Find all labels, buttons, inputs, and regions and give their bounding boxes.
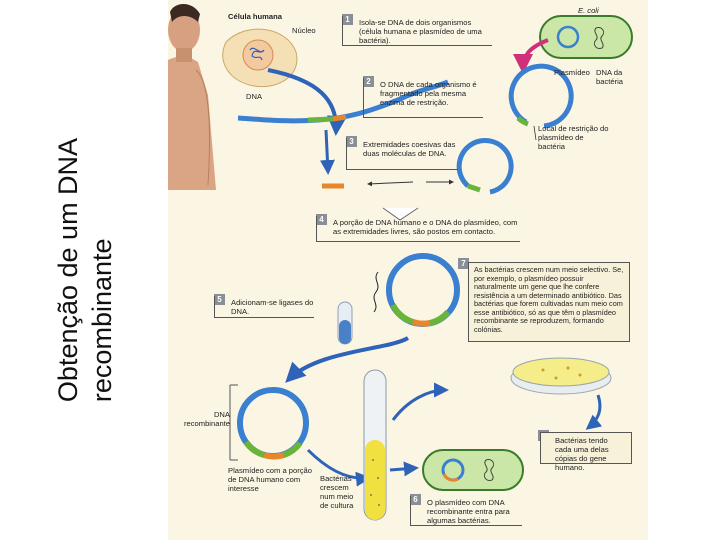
arrow-tube-to-plate [391, 382, 449, 421]
step-2-number: 2 [363, 76, 374, 87]
step-4-number: 4 [316, 214, 327, 225]
step-7-number: 7 [458, 258, 469, 269]
plasmid-cut-step2 [508, 63, 574, 129]
arrow-bacterium-to-plasmid [513, 38, 549, 74]
arrow-to-culture [306, 448, 371, 487]
side-title: Obtenção de um DNA recombinante [0, 0, 170, 540]
diagram-panel: Célula humana Núcleo DNA E. coli Plasmíd… [168, 0, 648, 540]
recombinant-plasmid [237, 387, 309, 460]
plasmid-open-step3 [456, 137, 514, 195]
culture-tube-illustration [363, 369, 387, 521]
step-8-text: Bactérias tendo cada uma delas cópias do… [540, 432, 632, 472]
human-dna-green-segment [307, 116, 334, 123]
side-title-text: Obtenção de um DNA recombinante [51, 138, 119, 402]
step-5-text: Adicionam-se ligases do DNA. [214, 296, 314, 318]
label-dna-recombinante: DNA recombinante [183, 410, 230, 428]
side-title-line-1: Obtenção de um DNA [53, 137, 83, 403]
human-figure-illustration [168, 4, 216, 191]
label-bacterias-crescem: Bactérias crescem num meio de cultura [320, 474, 354, 510]
arrow-cell-to-dna [267, 68, 347, 136]
label-nucleo: Núcleo [292, 26, 316, 35]
step-6-number: 6 [410, 494, 421, 505]
arrow-tube-to-bacterium [389, 461, 419, 477]
step-3-text: Extremidades coesivas das duas moléculas… [346, 138, 458, 170]
human-dna-orange-segment [332, 114, 347, 122]
arrow-plate-to-colony [585, 394, 603, 430]
label-plasmideo: Plasmídeo [554, 68, 590, 77]
arrow-to-recombinant [285, 336, 410, 383]
plasmid-recombining-step5 [386, 253, 460, 327]
label-local-restricao: Local de restrição do plasmídeo de bacté… [538, 124, 609, 151]
bacterium-recombinant-illustration [422, 449, 524, 491]
label-celula-humana: Célula humana [228, 12, 283, 21]
human-cell-illustration [222, 28, 298, 88]
arrow-left-step3 [367, 181, 414, 187]
merge-arrow-step4 [382, 207, 419, 221]
step-4-text: A porção de DNA humano e o DNA do plasmí… [316, 216, 520, 242]
side-title-line-2: recombinante [87, 238, 117, 403]
label-dna: DNA [246, 92, 263, 101]
arrow-to-fragment [319, 129, 335, 175]
ligase-tube-illustration [337, 271, 379, 345]
label-dna-bacteria: DNA da bactéria [596, 68, 624, 86]
recombinant-bracket [229, 384, 238, 461]
label-ecoli: E. coli [578, 6, 599, 15]
ecoli-bacterium-illustration [539, 15, 633, 59]
step-7-text: As bactérias crescem num meio selectivo.… [468, 262, 630, 342]
restriction-site-pointer [533, 125, 537, 141]
step-5-number: 5 [214, 294, 225, 305]
petri-dish-illustration [510, 357, 612, 395]
step-1-text: Isola-se DNA de dois organismos (célula … [342, 16, 492, 46]
step-6-text: O plasmídeo com DNA recombinante entra p… [410, 496, 522, 526]
step-3-number: 3 [346, 136, 357, 147]
diagram-graphics [168, 4, 633, 521]
label-plasmideo-porcao: Plasmídeo com a porção de DNA humano com… [228, 466, 312, 493]
human-dna-strand [237, 79, 449, 124]
step-2-text: O DNA de cada organismo é fragmentado pe… [363, 78, 483, 118]
step-1-number: 1 [342, 14, 353, 25]
